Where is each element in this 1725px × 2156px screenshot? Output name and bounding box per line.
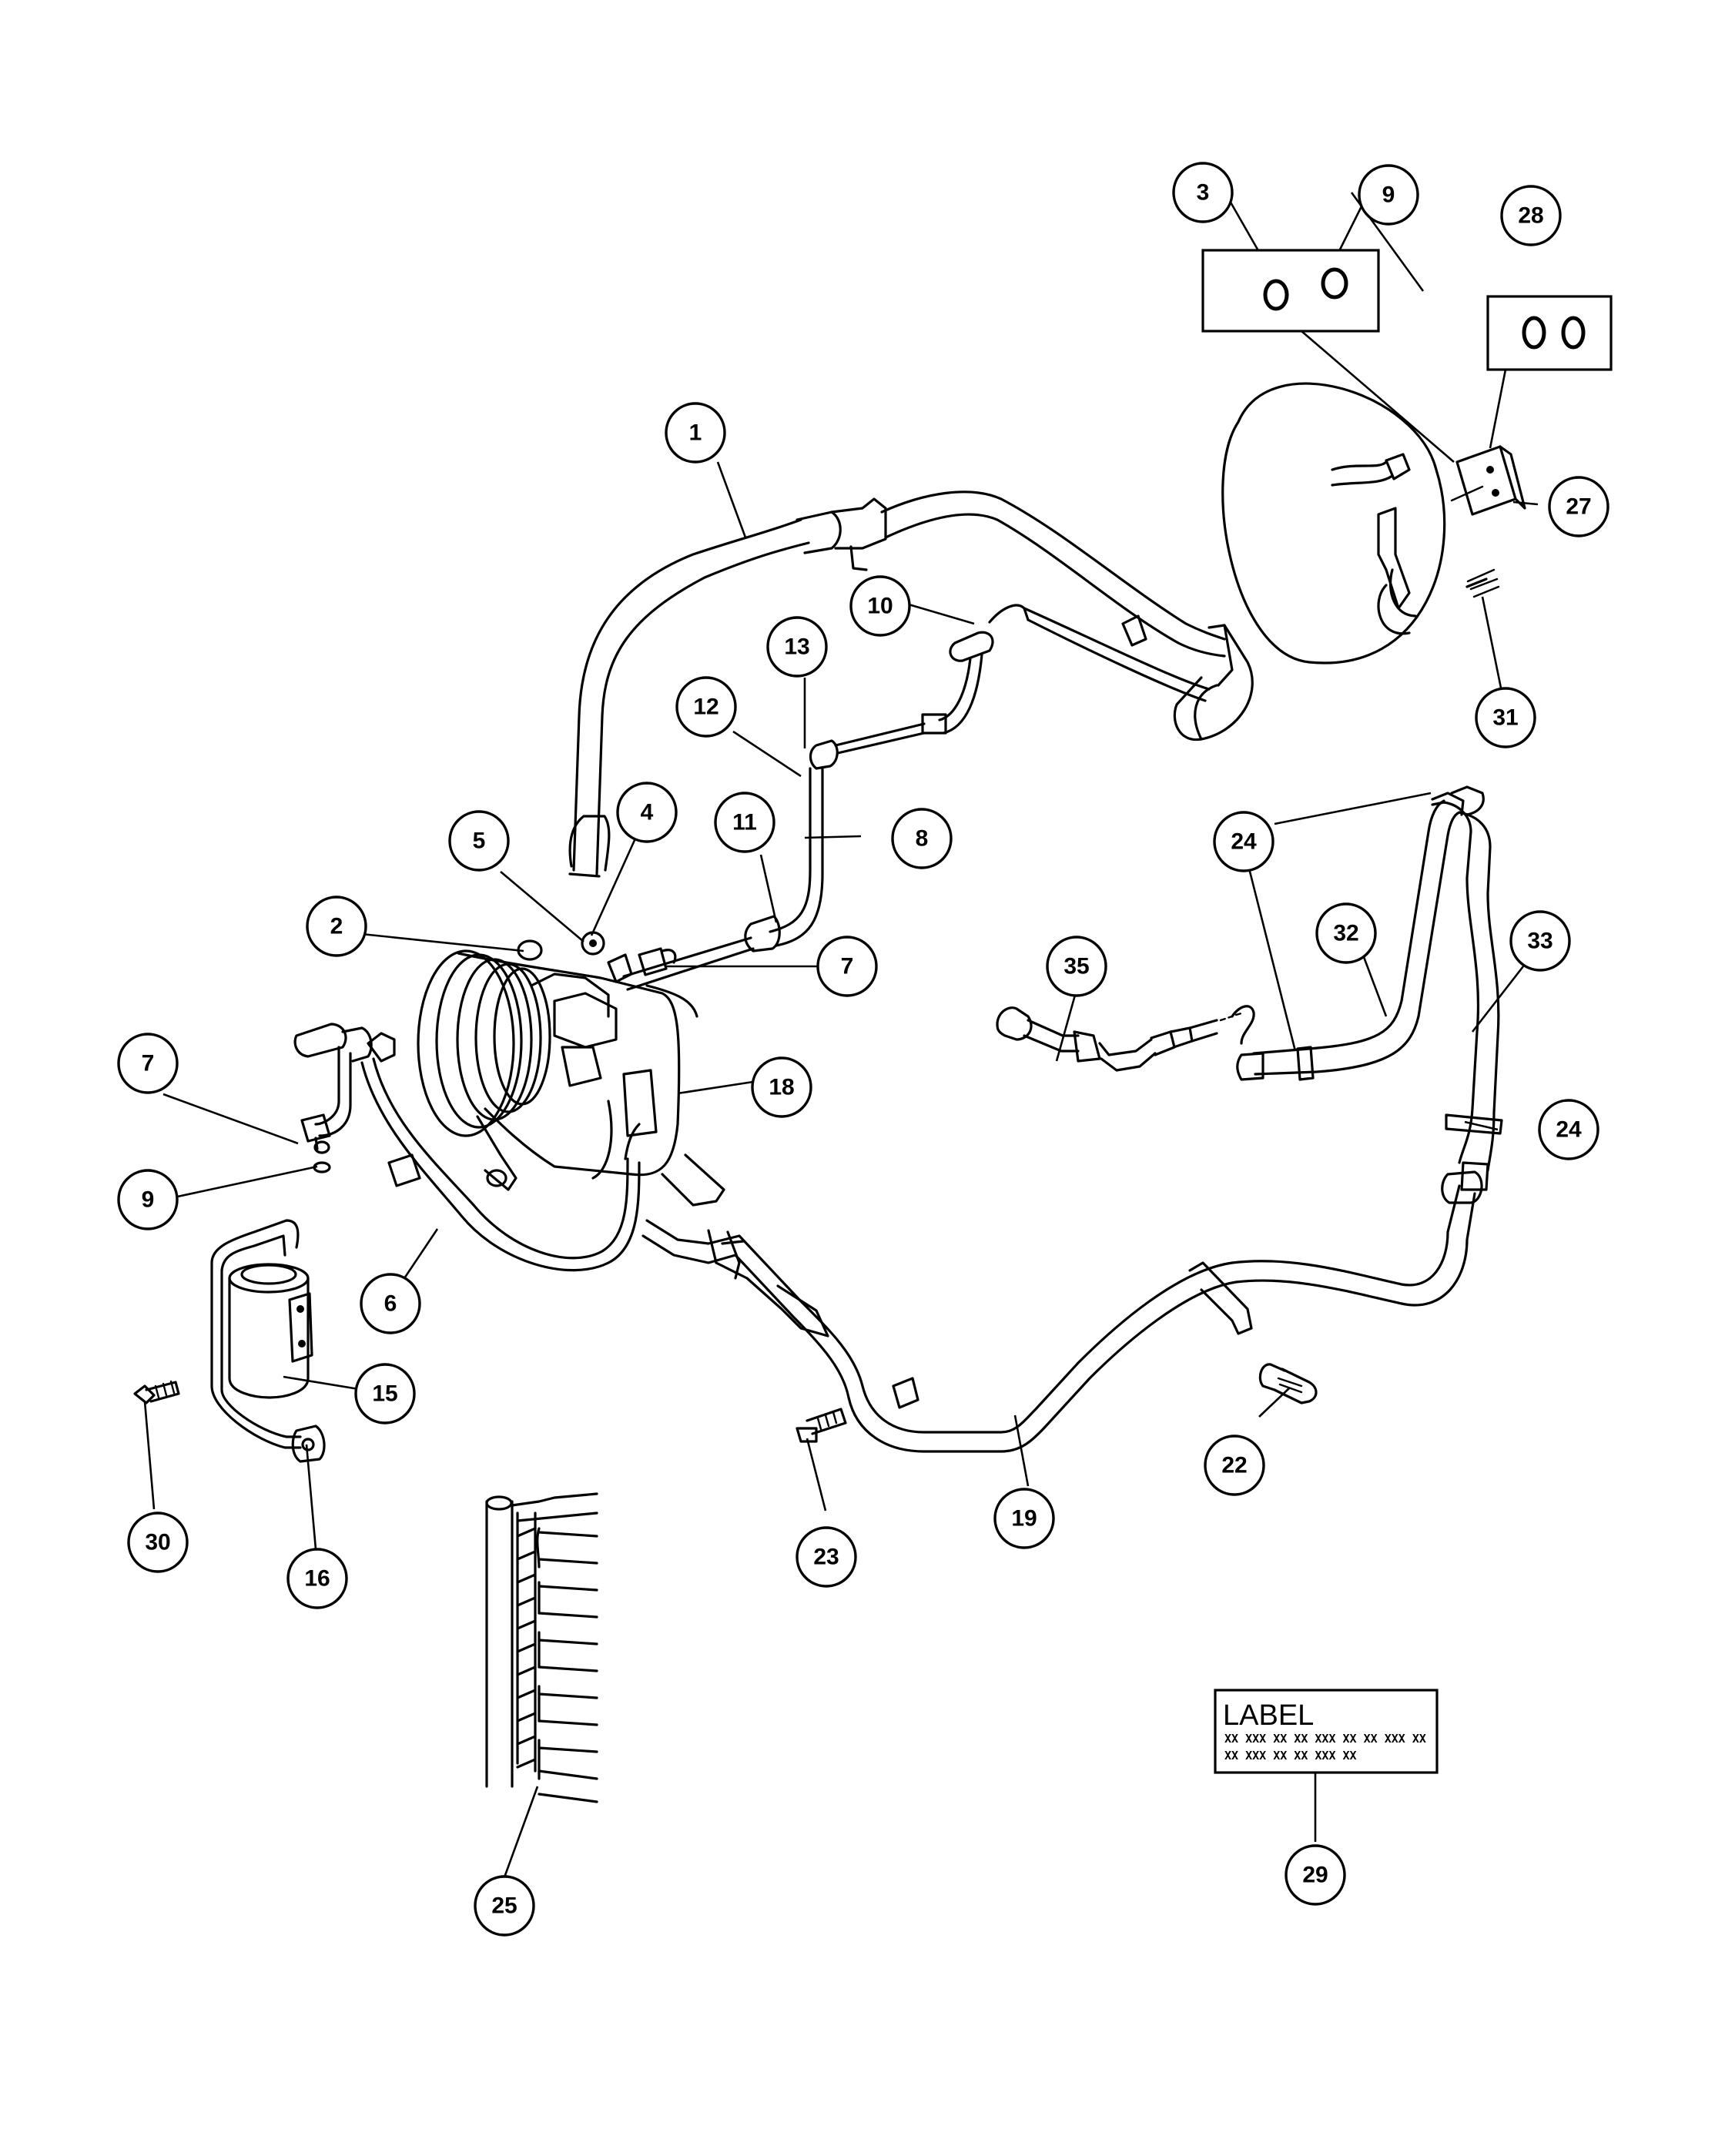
callout-19: 19 [993,1488,1055,1549]
callout-2: 2 [306,896,367,957]
hose-33 [1431,785,1503,1191]
svg-text:7: 7 [142,1051,155,1076]
svg-text:35: 35 [1063,954,1089,979]
callout-16: 16 [286,1548,348,1609]
liquid-line-10-8 [622,604,1211,991]
callout-32: 32 [1315,902,1377,964]
leader-lines [143,192,1539,1878]
callout-5: 5 [448,810,510,872]
callout-3: 3 [1172,162,1234,223]
svg-text:7: 7 [841,954,854,979]
expansion-valve-detail [1221,382,1526,665]
svg-text:9: 9 [142,1187,155,1213]
svg-text:9: 9 [1382,182,1395,208]
svg-text:23: 23 [813,1545,839,1570]
svg-text:11: 11 [732,810,757,835]
callout-29: 29 [1285,1844,1346,1906]
callout-27: 27 [1548,476,1609,537]
svg-text:31: 31 [1492,705,1518,731]
svg-text:27: 27 [1566,494,1591,520]
bolt-30 [133,1380,180,1404]
svg-text:33: 33 [1527,929,1552,954]
callout-11: 11 [714,792,775,853]
svg-text:6: 6 [384,1291,397,1317]
label-card-line-2: XX XXX XX XX XXX XX [1224,1749,1357,1763]
callout-30: 30 [127,1512,189,1573]
callout-24-top: 24 [1213,811,1274,872]
hose-35 [996,1005,1255,1072]
fittings-small [313,931,677,1173]
label-card-line-1: XX XXX XX XX XXX XX XX XXX XX [1224,1732,1426,1746]
svg-text:8: 8 [916,826,929,852]
bolt-23 [796,1408,847,1443]
receiver-drier-15 [210,1219,326,1463]
callout-7-left: 7 [117,1033,179,1094]
svg-text:32: 32 [1333,921,1358,946]
compressor-18 [417,947,725,1207]
svg-text:24: 24 [1556,1117,1582,1143]
svg-text:30: 30 [145,1530,170,1555]
callout-9-top: 9 [1358,164,1419,226]
callout-24-right: 24 [1538,1099,1599,1160]
callout-15: 15 [354,1363,416,1424]
label-card-29: LABEL XX XXX XX XX XXX XX XX XXX XX XX X… [1214,1689,1439,1774]
svg-text:24: 24 [1231,829,1257,855]
svg-text:16: 16 [304,1566,330,1592]
callout-8: 8 [891,808,953,869]
callout-10: 10 [849,575,911,637]
callout-13: 13 [766,616,828,678]
callout-9-left: 9 [117,1169,179,1230]
callout-18: 18 [751,1056,812,1118]
svg-text:3: 3 [1197,180,1210,206]
callout-25: 25 [474,1875,535,1937]
callout-28: 28 [1500,185,1562,246]
svg-text:29: 29 [1302,1863,1328,1888]
bolt-22 [1258,1363,1318,1404]
svg-text:13: 13 [784,634,809,660]
oring-kit-box-3-9 [1201,249,1380,333]
svg-text:10: 10 [867,594,893,619]
callout-23: 23 [796,1526,857,1588]
svg-text:12: 12 [693,695,718,720]
callout-7-right: 7 [816,936,878,997]
condenser-25 [485,1492,598,1803]
svg-text:2: 2 [330,914,343,939]
callout-6: 6 [360,1273,421,1334]
svg-text:25: 25 [491,1893,517,1919]
svg-text:4: 4 [641,800,654,825]
oring-kit-box-28 [1486,295,1613,371]
svg-text:15: 15 [372,1381,397,1407]
label-card-title: LABEL [1223,1699,1314,1732]
line-19 [641,1170,1483,1453]
callout-22: 22 [1204,1435,1265,1496]
callout-12: 12 [675,676,737,738]
svg-text:28: 28 [1518,203,1543,229]
callout-35: 35 [1046,936,1107,997]
svg-text:22: 22 [1221,1453,1247,1478]
callout-33: 33 [1509,910,1571,972]
callout-31: 31 [1475,687,1536,748]
hose-assembly-1 [568,490,1254,878]
line-6 [293,1023,658,1272]
callout-1: 1 [665,402,726,464]
callout-4: 4 [616,782,678,843]
svg-text:18: 18 [769,1075,794,1100]
hose-32 [1236,792,1465,1081]
svg-text:19: 19 [1011,1506,1037,1532]
svg-text:5: 5 [473,829,486,854]
svg-text:1: 1 [689,420,702,446]
